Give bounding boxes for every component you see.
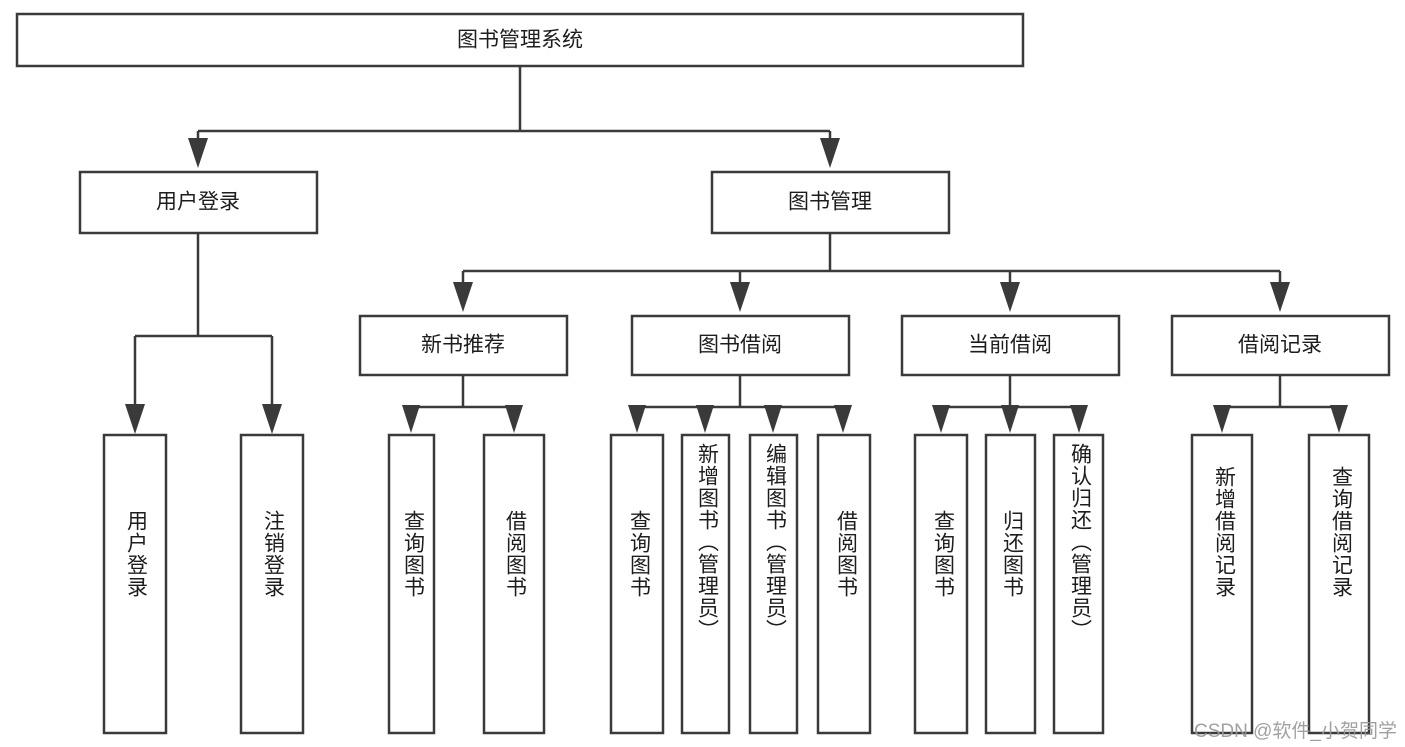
arrow-to-leaf-logout-login [262, 404, 282, 434]
node-leaf-query-book-1[interactable] [387, 433, 436, 735]
arrow-to-leaf-return-book [1001, 405, 1019, 433]
node-leaf-edit-book[interactable] [748, 433, 799, 735]
arrowhead-layer [125, 138, 1348, 434]
arrow-to-book-management [820, 138, 840, 168]
node-new-book-recommend[interactable] [358, 314, 569, 377]
node-leaf-return-book[interactable] [984, 433, 1037, 735]
node-layer: 图书管理系统 用户登录 图书管理 新书推荐 图书借阅 当前借阅 借阅记录 [15, 12, 1391, 735]
node-root-label: 图书管理系统 [457, 29, 583, 52]
arrow-to-user-login [188, 138, 208, 168]
node-root[interactable] [15, 12, 1025, 68]
arrow-to-borrow-record [1270, 282, 1290, 312]
node-leaf-query-record[interactable] [1307, 433, 1371, 735]
arrow-to-leaf-borrow-book-2 [834, 405, 852, 433]
node-leaf-query-book-2[interactable] [609, 433, 665, 735]
arrow-to-leaf-query-book-3 [932, 405, 950, 433]
arrow-to-current-borrow [1000, 282, 1020, 312]
node-leaf-borrow-book-2[interactable] [816, 433, 872, 735]
arrow-to-book-borrow [730, 282, 750, 312]
arrow-to-leaf-add-book [696, 405, 714, 433]
arrow-to-leaf-query-book-2 [628, 405, 646, 433]
arrow-to-leaf-add-record [1213, 405, 1231, 433]
node-book-borrow[interactable] [630, 314, 851, 377]
arrow-to-new-book-recommend [453, 282, 473, 312]
node-leaf-add-record[interactable] [1190, 433, 1254, 735]
node-leaf-add-book[interactable] [680, 433, 731, 735]
arrow-to-leaf-user-login [125, 404, 145, 434]
node-leaf-confirm-return[interactable] [1052, 433, 1105, 735]
node-book-borrow-label: 图书借阅 [698, 334, 782, 357]
node-new-book-recommend-label: 新书推荐 [421, 334, 505, 357]
node-user-login[interactable] [78, 170, 319, 235]
csdn-watermark: CSDN @软件_小贺同学 [1194, 721, 1397, 742]
node-leaf-borrow-book-1[interactable] [482, 433, 546, 735]
node-borrow-record-label: 借阅记录 [1238, 334, 1322, 357]
node-book-management[interactable] [710, 170, 951, 235]
arrow-to-leaf-query-record [1330, 405, 1348, 433]
node-leaf-logout-login[interactable] [239, 433, 305, 735]
arrow-to-leaf-edit-book [764, 405, 782, 433]
node-leaf-query-book-3[interactable] [913, 433, 969, 735]
node-leaf-user-login[interactable] [102, 433, 168, 735]
arrow-to-leaf-borrow-book-1 [505, 405, 523, 433]
node-user-login-label: 用户登录 [156, 191, 240, 214]
arrow-to-leaf-confirm-return [1070, 405, 1088, 433]
node-current-borrow[interactable] [900, 314, 1121, 377]
node-borrow-record[interactable] [1170, 314, 1391, 377]
node-book-management-label: 图书管理 [788, 191, 872, 214]
node-current-borrow-label: 当前借阅 [968, 334, 1052, 357]
arrow-to-leaf-query-book-1 [402, 405, 420, 433]
